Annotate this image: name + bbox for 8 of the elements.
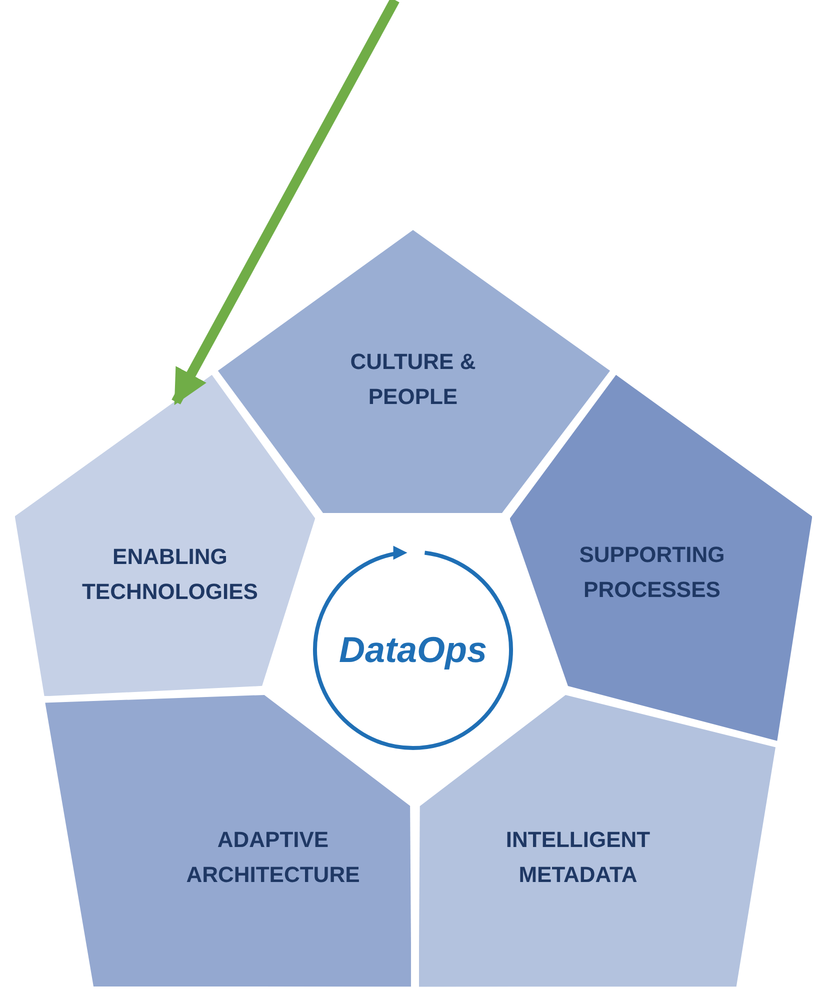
piece-label: SUPPORTING PROCESSES — [578, 540, 726, 604]
piece-label: CULTURE & PEOPLE — [349, 348, 477, 412]
piece-label: INTELLIGENT METADATA — [504, 826, 652, 890]
arrow — [172, 0, 400, 406]
center-label: DataOps — [338, 628, 488, 672]
puzzle-piece — [45, 694, 412, 987]
piece-label: ADAPTIVE ARCHITECTURE — [185, 826, 361, 890]
piece-label: ENABLING TECHNOLOGIES — [80, 542, 259, 606]
